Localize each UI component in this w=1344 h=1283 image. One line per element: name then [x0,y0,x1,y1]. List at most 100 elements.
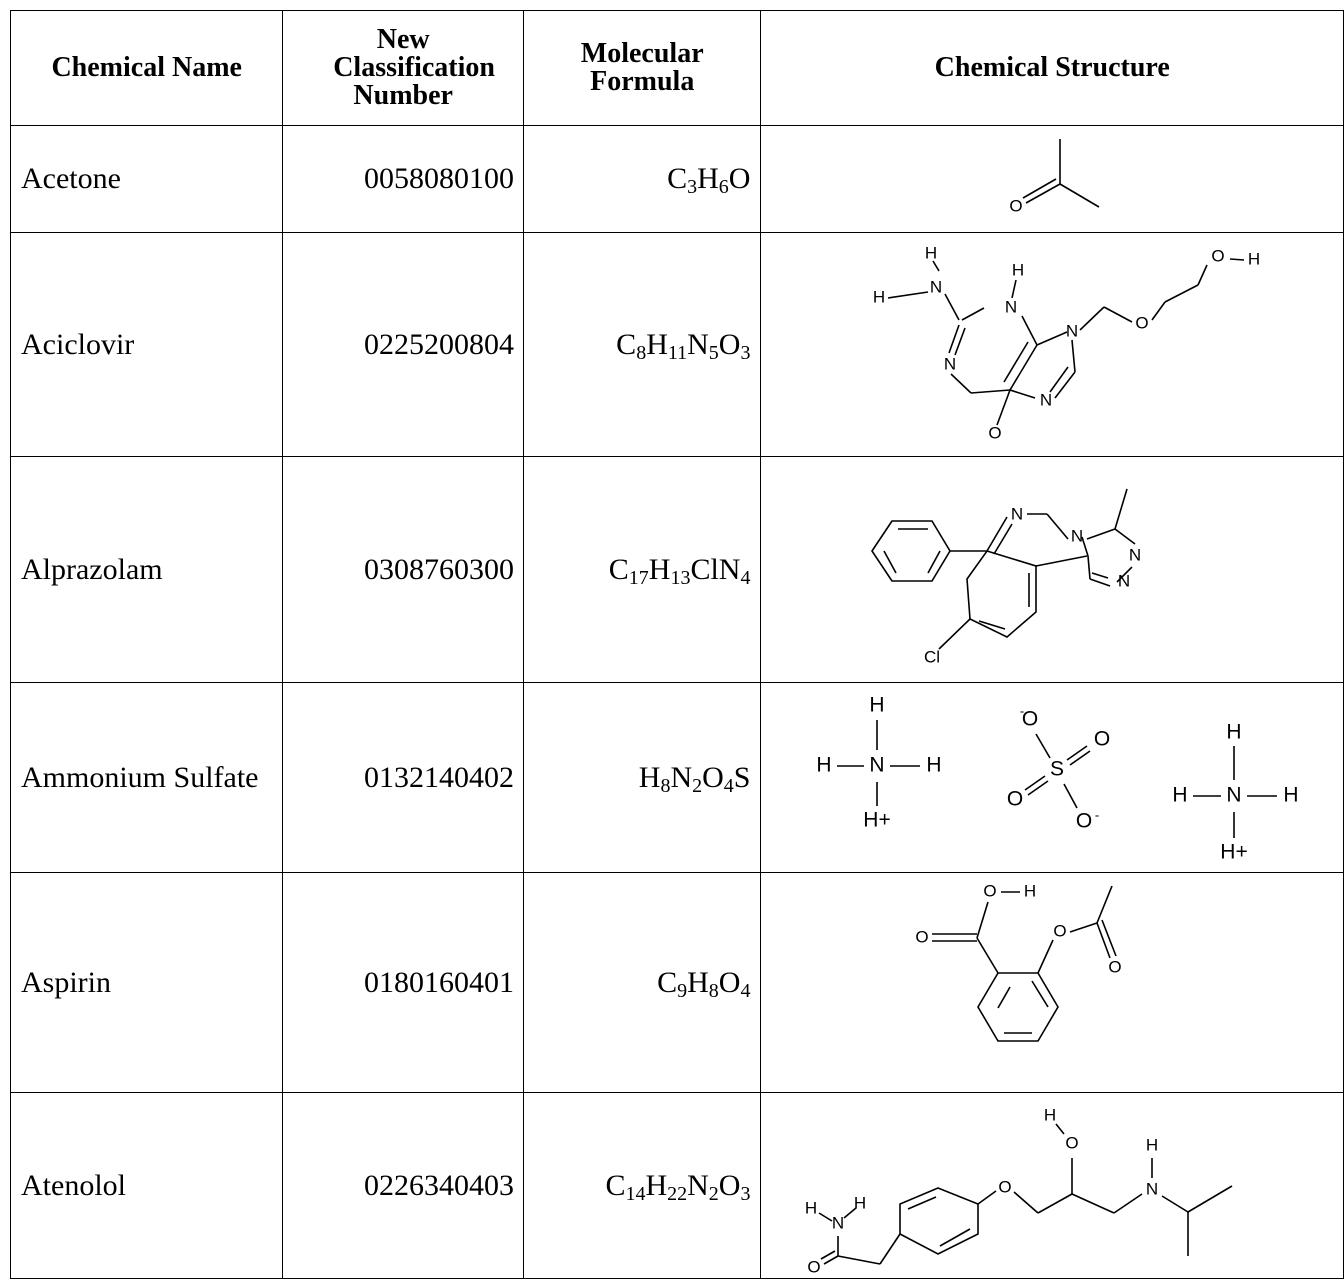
classification-number: 0132140402 [282,682,524,873]
atom-label: H [1012,260,1024,279]
formula-subscript: 9 [677,979,688,1002]
table-row: Ammonium Sulfate 0132140402 H8N2O4S H H … [9,682,1344,873]
molecular-formula: H8N2O4S [522,682,762,873]
header-chemical-structure: Chemical Structure [760,10,1344,126]
chemical-structure: H N H O O [760,1092,1344,1279]
atom-label: O [1212,246,1225,265]
chemical-structure: N N N N Cl [760,456,1344,683]
atom-label: O [1054,921,1067,940]
atenolol-structure: H N H O O [805,1105,1233,1276]
molecular-formula: C17H13ClN4 [522,456,762,683]
chemical-structure: H H N H H+ - O S O [760,682,1344,873]
atom-label: Cl [924,647,940,666]
formula-element: O [702,760,724,794]
formula-element: N [687,327,709,361]
formula-subscript: 14 [625,1182,646,1205]
formula-element: C [605,1168,626,1202]
atom-label: N [1066,321,1078,340]
alprazolam-structure: N N N N Cl [871,488,1141,666]
atom-label: O [1066,1133,1079,1152]
atom-label: H [1146,1135,1158,1154]
table-row: Aciclovir 0225200804 C8H11N5O3 [9,232,1344,457]
atom-label: O [1010,196,1023,215]
formula-element: S [733,760,751,794]
atom-label: O [1007,787,1023,810]
atom-label: N [1040,390,1052,409]
table-row: Atenolol 0226340403 C14H22N2O3 H N H O [9,1092,1344,1279]
atom-label: O [984,881,997,900]
molecular-formula: C9H8O4 [522,872,762,1093]
atom-label: S [1050,757,1064,780]
molecular-formula: C14H22N2O3 [522,1092,762,1279]
molecular-formula: C8H11N5O3 [522,232,762,457]
formula-element: N [670,760,693,794]
formula-element: ClN [690,552,741,586]
formula-subscript: 4 [740,979,751,1002]
formula-element: H [697,162,719,195]
header-row: Chemical Name New Classification Number … [9,10,1344,126]
atom-label: N [1146,1179,1158,1198]
formula-subscript: 8 [636,341,647,364]
atom-label: H [927,753,942,776]
formula-subscript: 2 [692,774,703,797]
atom-label: H [873,287,885,306]
atom-label: H [1248,249,1260,268]
atom-label: H [805,1198,817,1217]
formula-element: H [646,327,668,361]
atom-label: N [1118,571,1130,590]
atom-label: N [832,1213,844,1232]
formula-subscript: 4 [740,566,751,589]
formula-subscript: 17 [628,566,649,589]
formula-element: O [718,1168,741,1202]
formula-element: O [728,162,751,195]
atom-label: H [870,693,885,716]
chemical-name: Aciclovir [9,232,284,457]
atom-label: N [930,277,942,296]
table-row: Alprazolam 0308760300 C17H13ClN4 [9,456,1344,683]
atom-label: H [1044,1105,1056,1124]
atom-label: O [1022,707,1038,730]
formula-subscript: 13 [670,566,691,589]
atom-label: H [817,753,832,776]
chemical-structure: H H N H N N O N N O O H [760,232,1344,457]
formula-element: C [608,552,629,586]
formula-element: H [638,760,661,794]
atom-label: H [854,1193,866,1212]
atom-label: H [1024,881,1036,900]
atom-label: N [1129,545,1141,564]
atom-label: N [1071,526,1083,545]
ammonium-sulfate-structure: H H N H H+ - O S O [817,693,1299,863]
classification-number: 0058080100 [282,125,524,233]
atom-label: H+ [864,808,891,831]
classification-number: 0180160401 [282,872,524,1093]
atom-label: H [1284,783,1299,806]
formula-element: H [648,552,671,586]
chemical-name: Aspirin [9,872,284,1093]
formula-subscript: 8 [660,774,671,797]
formula-element: H [687,965,709,999]
atom-label: N [1011,504,1023,523]
formula-element: C [667,162,688,195]
classification-number: 0225200804 [282,232,524,457]
header-classification-number: New Classification Number [282,10,524,126]
aspirin-structure: O H O O [916,881,1122,1042]
chemical-structure: O H O O [760,872,1344,1093]
molecular-formula: C3H6O [522,125,762,233]
atom-label: H [925,243,937,262]
formula-element: C [616,327,637,361]
formula-subscript: 11 [667,341,688,364]
atom-label: N [1227,783,1242,806]
atom-label: O [1076,809,1092,832]
formula-subscript: 6 [718,176,729,198]
atom-label: O [989,423,1002,442]
formula-subscript: 2 [708,1182,719,1205]
atom-label: O [808,1257,821,1276]
formula-subscript: 3 [740,1182,751,1205]
charge-label: - [1020,703,1024,718]
formula-subscript: 8 [708,979,719,1002]
formula-subscript: 4 [723,774,734,797]
atom-label: O [1094,727,1110,750]
atom-label: H [1173,783,1188,806]
atom-label: N [944,354,956,373]
atom-label: N [1005,297,1017,316]
